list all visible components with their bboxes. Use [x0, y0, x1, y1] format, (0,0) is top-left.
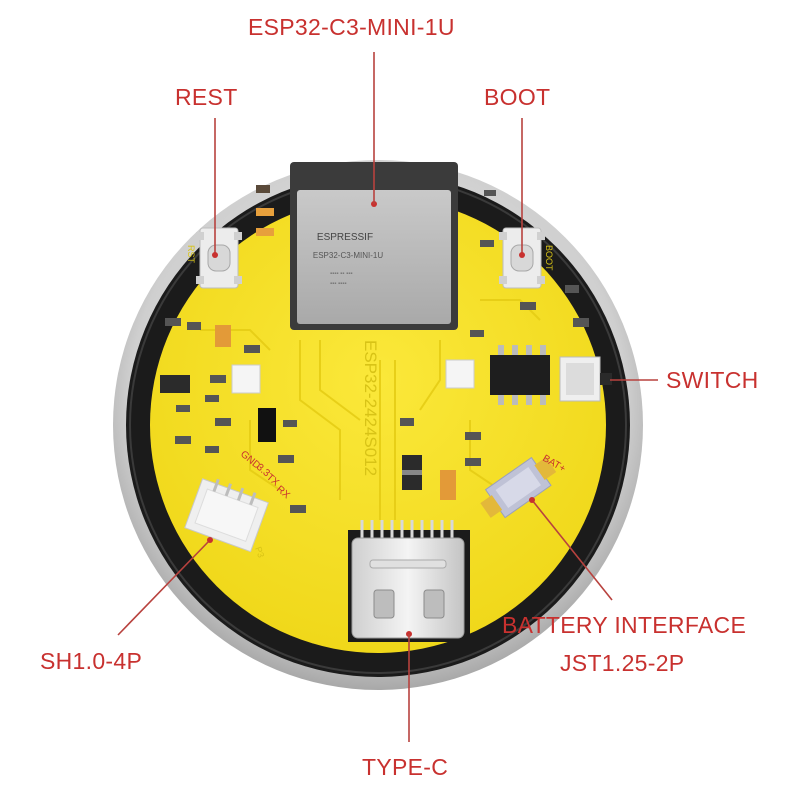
module-fine-print-1: ▪▪▪▪ ▪▪ ▪▪▪ [330, 271, 352, 277]
sh-connector [184, 478, 269, 553]
module-model-text: ESP32-C3-MINI-1U [313, 251, 383, 260]
module-brand-text: ESPRESSIF [317, 232, 373, 243]
slide-switch[interactable] [559, 356, 612, 402]
boot-callout: BOOT [484, 84, 551, 110]
leader-lines [117, 52, 658, 742]
module-shield [297, 190, 451, 324]
sh-leader-line [117, 539, 211, 636]
rest-button[interactable] [196, 227, 242, 289]
switch-callout: SWITCH [666, 367, 759, 393]
rst-silk-text: RST [186, 245, 196, 264]
type-c-callout: TYPE-C [362, 754, 449, 780]
module-fine-print-2: ▪▪▪ ▪▪▪▪ [330, 281, 347, 287]
module-callout: ESP32-C3-MINI-1U [248, 14, 455, 40]
pcb-board [150, 197, 606, 653]
battery-leader-line [531, 499, 613, 601]
boot-silk-text: BOOT [544, 245, 554, 271]
rest-callout: REST [175, 84, 238, 110]
smd-components [160, 185, 589, 513]
sh-connector-callout: SH1.0-4P [40, 648, 143, 674]
battery-callout-line1: BATTERY INTERFACE [502, 612, 747, 638]
p3-silk-text: P3 [253, 545, 266, 559]
battery-connector [480, 456, 557, 519]
type-c-port[interactable] [348, 520, 470, 642]
board-model-silk: ESP32-2424S012 [361, 340, 380, 476]
battery-callout-line2: JST1.25-2P [560, 650, 685, 676]
